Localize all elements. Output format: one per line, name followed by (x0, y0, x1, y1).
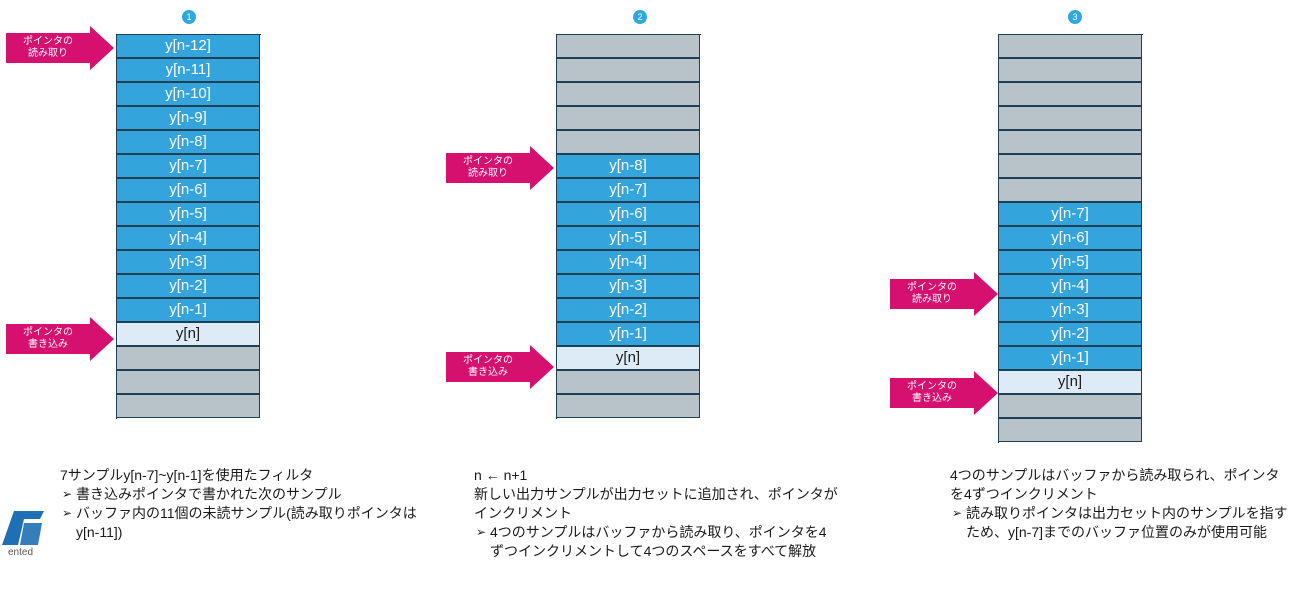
buffer-cell-empty (998, 130, 1142, 154)
buffer-cell-unread: y[n-2] (998, 322, 1142, 346)
buffer-cell-unread: y[n-1] (116, 298, 260, 322)
buffer-cell-unread: y[n-4] (556, 250, 700, 274)
buffer-cell-empty (556, 106, 700, 130)
read-pointer-label-1b: 読み取り (28, 48, 68, 59)
read-pointer-arrow-2: ポインタの読み取り (446, 146, 554, 190)
buffer-cell-unread: y[n-7] (116, 154, 260, 178)
read-pointer-label-3b: 読み取り (912, 294, 952, 305)
write-pointer-arrow-2: ポインタの書き込み (446, 345, 554, 389)
write-pointer-label-1b: 書き込み (28, 339, 68, 350)
buffer-cell-unread: y[n-4] (998, 274, 1142, 298)
buffer-cell-unread: y[n-5] (556, 226, 700, 250)
read-pointer-label-2a: ポインタの (463, 156, 513, 167)
write-pointer-label-3b: 書き込み (912, 393, 952, 404)
write-pointer-label-2a: ポインタの (463, 355, 513, 366)
buffer-cell-empty (116, 346, 260, 370)
description-1: 7サンプルy[n-7]~y[n-1]を使用たフィルタ ➢書き込みポインタで書かれ… (60, 466, 432, 542)
buffer-cell-unread: y[n-6] (556, 202, 700, 226)
arrow-shape-icon (6, 317, 114, 361)
buffer-cell-unread: y[n-5] (116, 202, 260, 226)
buffer-cell-write: y[n] (556, 346, 700, 370)
read-pointer-label-2b: 読み取り (468, 168, 508, 179)
description-3-line: 4つのサンプルはバッファから読み取られ、ポインタを4ずつインクリメント (950, 467, 1280, 502)
write-pointer-label-1a: ポインタの (23, 327, 73, 338)
arrow-shape-icon (890, 272, 998, 316)
write-pointer-arrow-3: ポインタの書き込み (890, 371, 998, 415)
description-1-bullet: ➢書き込みポインタで書かれた次のサンプル (62, 486, 342, 502)
buffer-cell-unread: y[n-1] (998, 346, 1142, 370)
buffer-cell-empty (998, 82, 1142, 106)
buffer-cell-unread: y[n-10] (116, 82, 260, 106)
buffer-cell-empty (998, 106, 1142, 130)
read-pointer-label-3a: ポインタの (907, 282, 957, 293)
description-1-bullet: ➢バッファ内の11個の未読サンプル(読み取りポインタはy[n-11]) (62, 505, 417, 540)
arrow-shape-icon (890, 371, 998, 415)
buffer-cell-empty (556, 58, 700, 82)
buffer-cell-unread: y[n-8] (116, 130, 260, 154)
buffer-cell-unread: y[n-7] (998, 202, 1142, 226)
buffer-cell-unread: y[n-11] (116, 58, 260, 82)
buffer-cell-unread: y[n-3] (998, 298, 1142, 322)
company-logo: ented (0, 505, 46, 565)
description-3-bullet: ➢読み取りポインタは出力セット内のサンプルを指すため、y[n-7]までのバッファ… (952, 505, 1288, 540)
buffer-cell-empty (556, 34, 700, 58)
arrow-shape-icon (446, 345, 554, 389)
buffer-cell-unread: y[n-8] (556, 154, 700, 178)
step-number-2: 2 (633, 10, 647, 24)
buffer-cell-empty (556, 370, 700, 394)
buffer-cell-write: y[n] (116, 322, 260, 346)
buffer-cell-unread: y[n-3] (116, 250, 260, 274)
description-2: n ← n+1 新しい出力サンプルが出力セットに追加され、ポインタがインクリメン… (474, 466, 838, 561)
buffer-cell-unread: y[n-1] (556, 322, 700, 346)
buffer-cell-unread: y[n-5] (998, 250, 1142, 274)
arrow-shape-icon (446, 146, 554, 190)
buffer-cell-write: y[n] (998, 370, 1142, 394)
logo-text: ented (8, 547, 34, 558)
description-3: 4つのサンプルはバッファから読み取られ、ポインタを4ずつインクリメント ➢読み取… (950, 466, 1290, 542)
buffer-cell-unread: y[n-7] (556, 178, 700, 202)
buffer-cell-empty (998, 58, 1142, 82)
write-pointer-arrow-1: ポインタの書き込み (6, 317, 114, 361)
ring-buffer-2: y[n-8]y[n-7]y[n-6]y[n-5]y[n-4]y[n-3]y[n-… (556, 34, 701, 419)
buffer-cell-empty (998, 154, 1142, 178)
buffer-cell-unread: y[n-6] (998, 226, 1142, 250)
buffer-cell-empty (556, 82, 700, 106)
buffer-cell-unread: y[n-3] (556, 274, 700, 298)
buffer-cell-unread: y[n-9] (116, 106, 260, 130)
buffer-cell-unread: y[n-4] (116, 226, 260, 250)
buffer-cell-unread: y[n-2] (116, 274, 260, 298)
step-number-1: 1 (182, 10, 196, 24)
ring-buffer-3: y[n-7]y[n-6]y[n-5]y[n-4]y[n-3]y[n-2]y[n-… (998, 34, 1143, 443)
description-1-line: 7サンプルy[n-7]~y[n-1]を使用たフィルタ (60, 467, 314, 483)
buffer-cell-empty (998, 394, 1142, 418)
step-number-3: 3 (1068, 10, 1082, 24)
read-pointer-label-1a: ポインタの (23, 36, 73, 47)
buffer-cell-unread: y[n-6] (116, 178, 260, 202)
buffer-cell-empty (116, 394, 260, 418)
buffer-cell-empty (998, 418, 1142, 442)
read-pointer-arrow-1: ポインタの読み取り (6, 26, 114, 70)
read-pointer-arrow-3: ポインタの読み取り (890, 272, 998, 316)
arrow-shape-icon (6, 26, 114, 70)
buffer-cell-empty (116, 370, 260, 394)
write-pointer-label-3a: ポインタの (907, 381, 957, 392)
buffer-cell-empty (556, 130, 700, 154)
description-2-line: 新しい出力サンプルが出力セットに追加され、ポインタがインクリメント (474, 486, 838, 521)
logo-mark-icon (2, 511, 44, 545)
ring-buffer-1: y[n-12]y[n-11]y[n-10]y[n-9]y[n-8]y[n-7]y… (116, 34, 261, 419)
description-2-line: n ← n+1 (474, 467, 528, 483)
buffer-cell-empty (998, 178, 1142, 202)
buffer-cell-unread: y[n-2] (556, 298, 700, 322)
buffer-cell-empty (556, 394, 700, 418)
description-2-bullet: ➢4つのサンプルはバッファから読み取り、ポインタを4ずつインクリメントして4つの… (476, 524, 827, 559)
buffer-cell-empty (998, 34, 1142, 58)
write-pointer-label-2b: 書き込み (468, 367, 508, 378)
buffer-cell-unread: y[n-12] (116, 34, 260, 58)
